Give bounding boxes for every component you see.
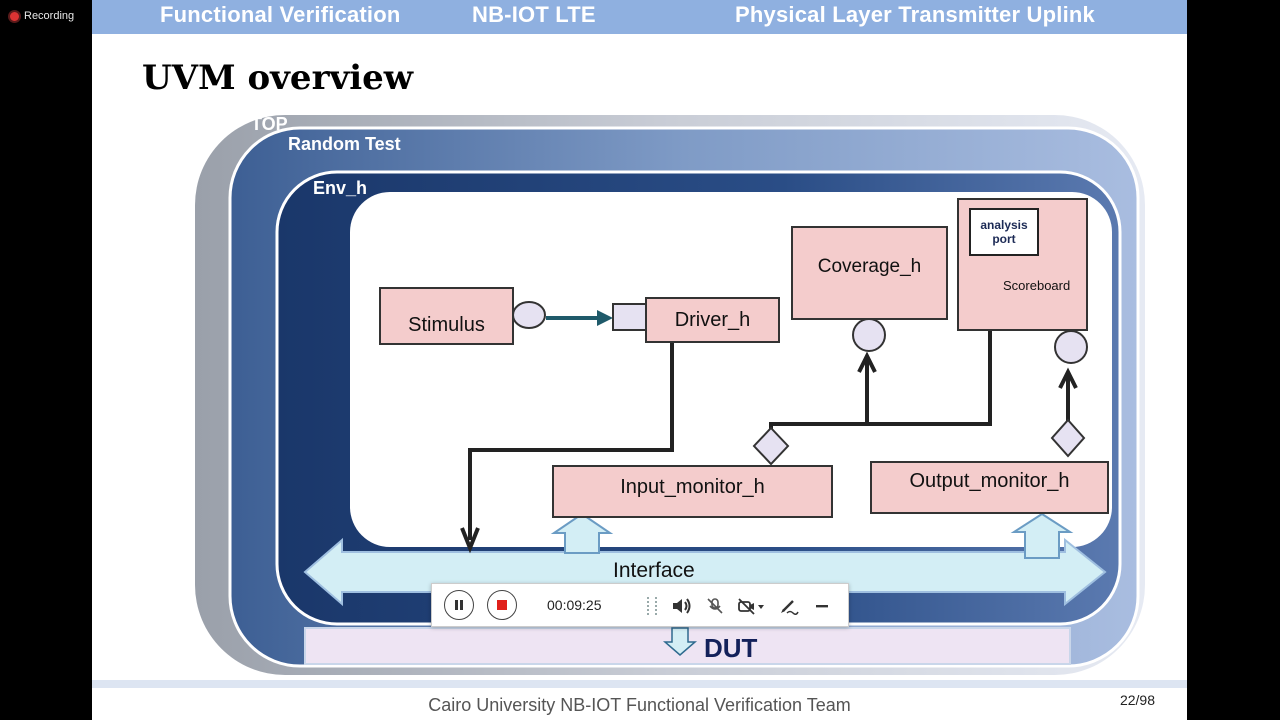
header-right-text: Physical Layer Transmitter Uplink bbox=[735, 2, 1095, 27]
minimize-icon bbox=[816, 605, 828, 608]
slide-header: Functional Verification NB-IOT LTE Physi… bbox=[92, 0, 1187, 34]
driver-label: Driver_h bbox=[674, 308, 751, 331]
stimulus-box: Stimulus bbox=[379, 287, 514, 345]
stimulus-export-port bbox=[512, 301, 546, 329]
coverage-arrowhead bbox=[857, 351, 877, 373]
stop-button[interactable] bbox=[487, 590, 517, 620]
coverage-port bbox=[852, 318, 886, 352]
camera-off-icon bbox=[738, 598, 764, 615]
input-monitor-analysis-port bbox=[752, 426, 790, 466]
driver-interface-arrowhead bbox=[460, 527, 480, 554]
env-label: Env_h bbox=[313, 178, 368, 198]
minimize-button[interactable] bbox=[812, 596, 832, 616]
output-monitor-label: Output_monitor_h bbox=[909, 470, 1070, 492]
pause-button[interactable] bbox=[444, 590, 474, 620]
recording-timer: 00:09:25 bbox=[547, 597, 602, 613]
output-scoreboard-arrowhead bbox=[1058, 367, 1078, 389]
volume-button[interactable] bbox=[672, 596, 692, 616]
random-test-label: Random Test bbox=[288, 134, 401, 154]
coverage-box: Coverage_h bbox=[791, 226, 948, 320]
dut-down-arrow bbox=[662, 627, 698, 656]
top-label: TOP bbox=[251, 114, 288, 134]
recording-label: Recording bbox=[24, 10, 75, 22]
scoreboard-port-2 bbox=[1054, 330, 1088, 364]
output-monitor-box: Output_monitor_h bbox=[870, 461, 1109, 514]
input-monitor-box: Input_monitor_h bbox=[552, 465, 833, 518]
annotate-icon bbox=[781, 600, 799, 615]
analysis-port-box: analysis port bbox=[969, 208, 1039, 256]
dut-label: DUT bbox=[704, 633, 758, 663]
header-left-text: Functional Verification bbox=[160, 2, 401, 27]
recording-indicator: Recording bbox=[10, 10, 74, 22]
output-monitor-analysis-port bbox=[1050, 418, 1086, 458]
annotate-button[interactable] bbox=[779, 596, 799, 616]
stimulus-driver-arrowhead bbox=[597, 310, 613, 326]
interface-label: Interface bbox=[613, 559, 695, 582]
slide: Functional Verification NB-IOT LTE Physi… bbox=[92, 0, 1187, 720]
scoreboard-box: analysis port Scoreboard bbox=[957, 198, 1088, 331]
footer-divider bbox=[92, 680, 1187, 688]
recording-dot-icon bbox=[10, 11, 19, 21]
input-monitor-label: Input_monitor_h bbox=[620, 476, 765, 498]
driver-box: Driver_h bbox=[645, 297, 780, 343]
camera-button[interactable] bbox=[737, 596, 765, 616]
mic-off-icon bbox=[707, 598, 723, 614]
recording-toolbar: 00:09:25 bbox=[431, 583, 849, 627]
pause-icon bbox=[455, 600, 463, 610]
driver-import-port bbox=[612, 303, 648, 331]
header-center-text: NB-IOT LTE bbox=[472, 2, 596, 27]
output-monitor-up-arrow bbox=[1010, 512, 1074, 559]
analysis-port-label: analysis port bbox=[980, 218, 1028, 246]
page-number: 22/98 bbox=[1119, 692, 1155, 708]
coverage-label: Coverage_h bbox=[817, 256, 922, 277]
driver-interface-line bbox=[468, 342, 674, 540]
stimulus-label: Stimulus bbox=[408, 313, 485, 336]
volume-icon bbox=[673, 598, 691, 614]
scoreboard-label: Scoreboard bbox=[1003, 278, 1071, 293]
input-monitor-up-arrow bbox=[550, 512, 614, 554]
microphone-button[interactable] bbox=[705, 596, 725, 616]
drag-handle[interactable] bbox=[647, 597, 657, 615]
stop-icon bbox=[497, 600, 507, 610]
slide-title: UVM overview bbox=[142, 58, 414, 98]
slide-footer: Cairo University NB-IOT Functional Verif… bbox=[428, 695, 851, 715]
